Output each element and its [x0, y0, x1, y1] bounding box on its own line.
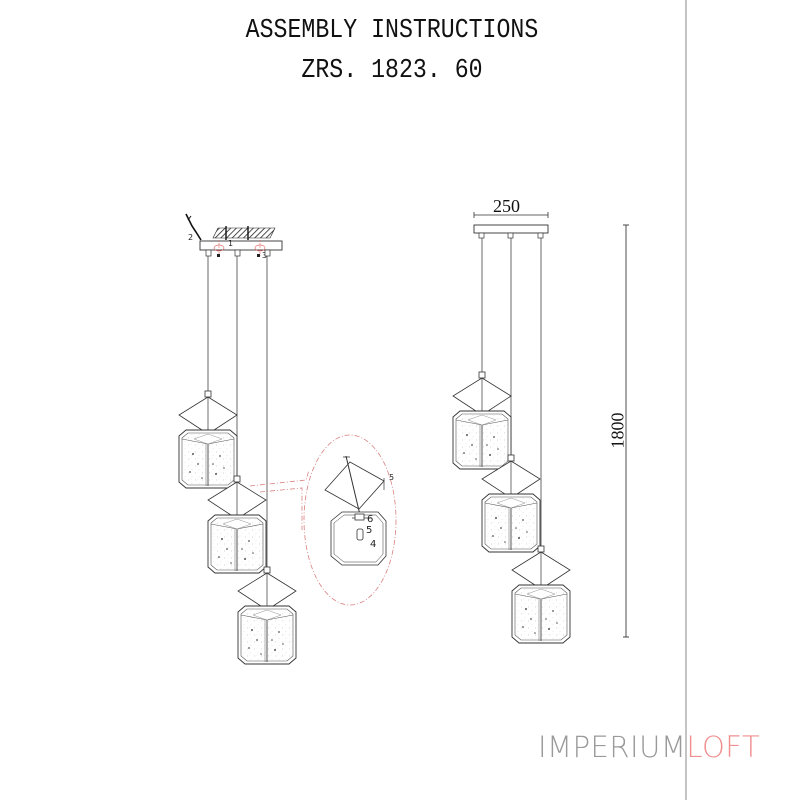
svg-text:3: 3: [262, 251, 267, 260]
detail-callout-drawing: [324, 455, 387, 566]
svg-text:1: 1: [228, 239, 233, 248]
svg-text:2: 2: [188, 233, 193, 242]
model-number: ZRS. 1823. 60: [301, 56, 483, 86]
brand-part-1: IMPERIUM: [538, 730, 687, 764]
height-dimension-label: 1800: [607, 412, 628, 449]
svg-text:5: 5: [366, 525, 372, 536]
svg-text:6: 6: [367, 514, 373, 525]
detail-callout: [249, 434, 397, 606]
svg-text:5: 5: [389, 473, 394, 482]
brand-part-2: LOFT: [686, 730, 761, 764]
width-dimension-label: 250: [493, 196, 520, 216]
right-dimension-view: [452, 212, 629, 644]
document-title: ASSEMBLY INSTRUCTIONS: [245, 16, 539, 46]
brand-logo: IMPERIUMLOFT: [538, 730, 760, 764]
left-assembly-view: 2 1 3: [178, 213, 297, 665]
svg-text:4: 4: [370, 539, 376, 550]
